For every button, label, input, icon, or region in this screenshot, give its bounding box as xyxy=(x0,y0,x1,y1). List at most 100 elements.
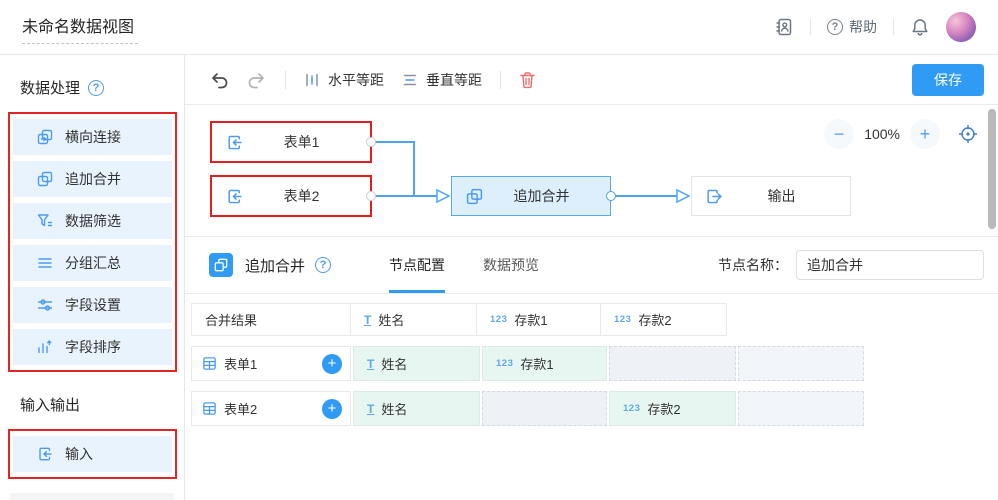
zoom-in-button[interactable]: + xyxy=(910,119,940,149)
number-type-icon: 123 xyxy=(614,314,631,325)
divider xyxy=(285,71,286,89)
text-type-icon: T xyxy=(364,313,371,327)
column-header-deposit1: 123 存款1 xyxy=(476,303,601,336)
annotation-box-input: 输入 xyxy=(8,429,177,479)
merge-icon xyxy=(466,188,483,205)
panel-help-icon[interactable]: ? xyxy=(315,257,331,273)
text-type-icon: T xyxy=(367,402,374,416)
tab-node-config[interactable]: 节点配置 xyxy=(389,237,445,293)
source-cell-form1[interactable]: 表单1 + xyxy=(191,346,351,381)
toolbox-sidebar: 数据处理 ? 横向连接 追加合并 xyxy=(0,55,185,500)
group-summary-icon xyxy=(37,255,53,271)
delete-node-button[interactable] xyxy=(519,71,536,89)
divider xyxy=(893,19,894,35)
horizontal-spacing-icon xyxy=(304,72,320,88)
user-avatar[interactable] xyxy=(946,12,976,42)
output-port[interactable] xyxy=(606,191,616,201)
section-title-data-processing: 数据处理 ? xyxy=(0,77,184,112)
output-icon xyxy=(706,188,723,205)
mapped-cell-name[interactable]: T 姓名 xyxy=(353,391,480,426)
zoom-controls: − 100% + xyxy=(824,119,978,149)
sidebar-item-field-settings[interactable]: 字段设置 xyxy=(13,287,172,323)
sidebar-item-append-merge[interactable]: 追加合并 xyxy=(13,161,172,197)
zoom-level: 100% xyxy=(864,126,900,142)
top-bar: 未命名数据视图 ? 帮助 xyxy=(0,0,998,55)
field-settings-icon xyxy=(37,297,53,313)
sidebar-item-data-filter[interactable]: 数据筛选 xyxy=(13,203,172,239)
text-type-icon: T xyxy=(367,357,374,371)
scrollbar-thumb[interactable] xyxy=(988,109,996,229)
table-row-form2: 表单2 + T 姓名 123 存款2 xyxy=(191,391,998,426)
column-header-deposit2: 123 存款2 xyxy=(600,303,727,336)
node-output[interactable]: 输出 xyxy=(691,176,851,216)
contacts-icon[interactable] xyxy=(774,17,794,37)
node-name-label: 节点名称： xyxy=(718,255,788,275)
placeholder-cell[interactable] xyxy=(738,346,864,381)
source-cell-form2[interactable]: 表单2 + xyxy=(191,391,351,426)
mapped-cell-deposit2[interactable]: 123 存款2 xyxy=(609,391,736,426)
column-header-name: T 姓名 xyxy=(350,303,477,336)
trash-icon xyxy=(519,71,536,89)
divider xyxy=(500,71,501,89)
append-merge-node-icon xyxy=(209,253,233,277)
horizontal-spacing-button[interactable]: 水平等距 xyxy=(304,70,384,90)
form-icon xyxy=(202,401,217,416)
output-port[interactable] xyxy=(366,191,376,201)
input-icon xyxy=(37,446,53,462)
help-button[interactable]: ? 帮助 xyxy=(827,17,877,37)
sidebar-item-horizontal-join[interactable]: 横向连接 xyxy=(13,119,172,155)
node-config-panel-header: 追加合并 ? 节点配置 数据预览 节点名称： xyxy=(185,237,998,294)
add-field-button[interactable]: + xyxy=(322,399,342,419)
undo-button[interactable] xyxy=(209,71,229,89)
zoom-out-button[interactable]: − xyxy=(824,119,854,149)
output-port[interactable] xyxy=(366,137,376,147)
join-icon xyxy=(37,129,53,145)
node-form1[interactable]: 表单1 xyxy=(210,121,372,163)
add-field-button[interactable]: + xyxy=(322,354,342,374)
table-row-form1: 表单1 + T 姓名 123 存款1 xyxy=(191,346,998,381)
help-icon: ? xyxy=(827,19,843,35)
number-type-icon: 123 xyxy=(623,403,640,414)
input-icon xyxy=(226,188,243,205)
merge-mapping-table: 合并结果 T 姓名 123 存款1 123 存款2 xyxy=(185,294,998,426)
field-sort-icon xyxy=(37,339,53,355)
canvas-toolbar: 水平等距 垂直等距 保存 xyxy=(185,55,998,105)
merge-icon xyxy=(37,171,53,187)
sidebar-item-output: 输出 xyxy=(10,493,174,500)
placeholder-cell[interactable] xyxy=(738,391,864,426)
node-name-input[interactable] xyxy=(796,250,984,280)
divider xyxy=(810,19,811,35)
notifications-bell-icon[interactable] xyxy=(910,17,930,37)
number-type-icon: 123 xyxy=(496,358,513,369)
sidebar-item-input[interactable]: 输入 xyxy=(13,436,172,472)
panel-title: 追加合并 xyxy=(245,255,305,276)
flow-canvas[interactable]: 表单1 表单2 追加合并 xyxy=(185,105,998,237)
filter-icon xyxy=(37,213,53,229)
input-icon xyxy=(226,134,243,151)
table-header-row: 合并结果 T 姓名 123 存款1 123 存款2 xyxy=(191,303,998,336)
empty-mapping-cell[interactable] xyxy=(609,346,736,381)
tab-data-preview[interactable]: 数据预览 xyxy=(483,237,539,293)
mapped-cell-name[interactable]: T 姓名 xyxy=(353,346,480,381)
number-type-icon: 123 xyxy=(490,314,507,325)
document-title[interactable]: 未命名数据视图 xyxy=(22,11,138,44)
vertical-spacing-button[interactable]: 垂直等距 xyxy=(402,70,482,90)
sidebar-item-field-sort[interactable]: 字段排序 xyxy=(13,329,172,365)
locate-center-icon[interactable] xyxy=(958,124,978,144)
node-append-merge-selected[interactable]: 追加合并 xyxy=(451,176,611,216)
empty-mapping-cell[interactable] xyxy=(482,391,607,426)
column-header-result: 合并结果 xyxy=(191,303,351,336)
mapped-cell-deposit1[interactable]: 123 存款1 xyxy=(482,346,607,381)
sidebar-item-group-summary[interactable]: 分组汇总 xyxy=(13,245,172,281)
redo-button[interactable] xyxy=(247,71,267,89)
section-help-icon[interactable]: ? xyxy=(88,80,104,96)
canvas-scrollbar[interactable] xyxy=(988,109,996,233)
annotation-box-processing: 横向连接 追加合并 数据筛选 分组汇总 xyxy=(8,112,177,372)
vertical-spacing-icon xyxy=(402,72,418,88)
panel-tabs: 节点配置 数据预览 xyxy=(389,237,539,293)
node-form2[interactable]: 表单2 xyxy=(210,175,372,217)
form-icon xyxy=(202,356,217,371)
help-label: 帮助 xyxy=(849,17,877,37)
section-title-input-output: 输入输出 xyxy=(0,372,184,429)
save-button[interactable]: 保存 xyxy=(912,64,984,96)
